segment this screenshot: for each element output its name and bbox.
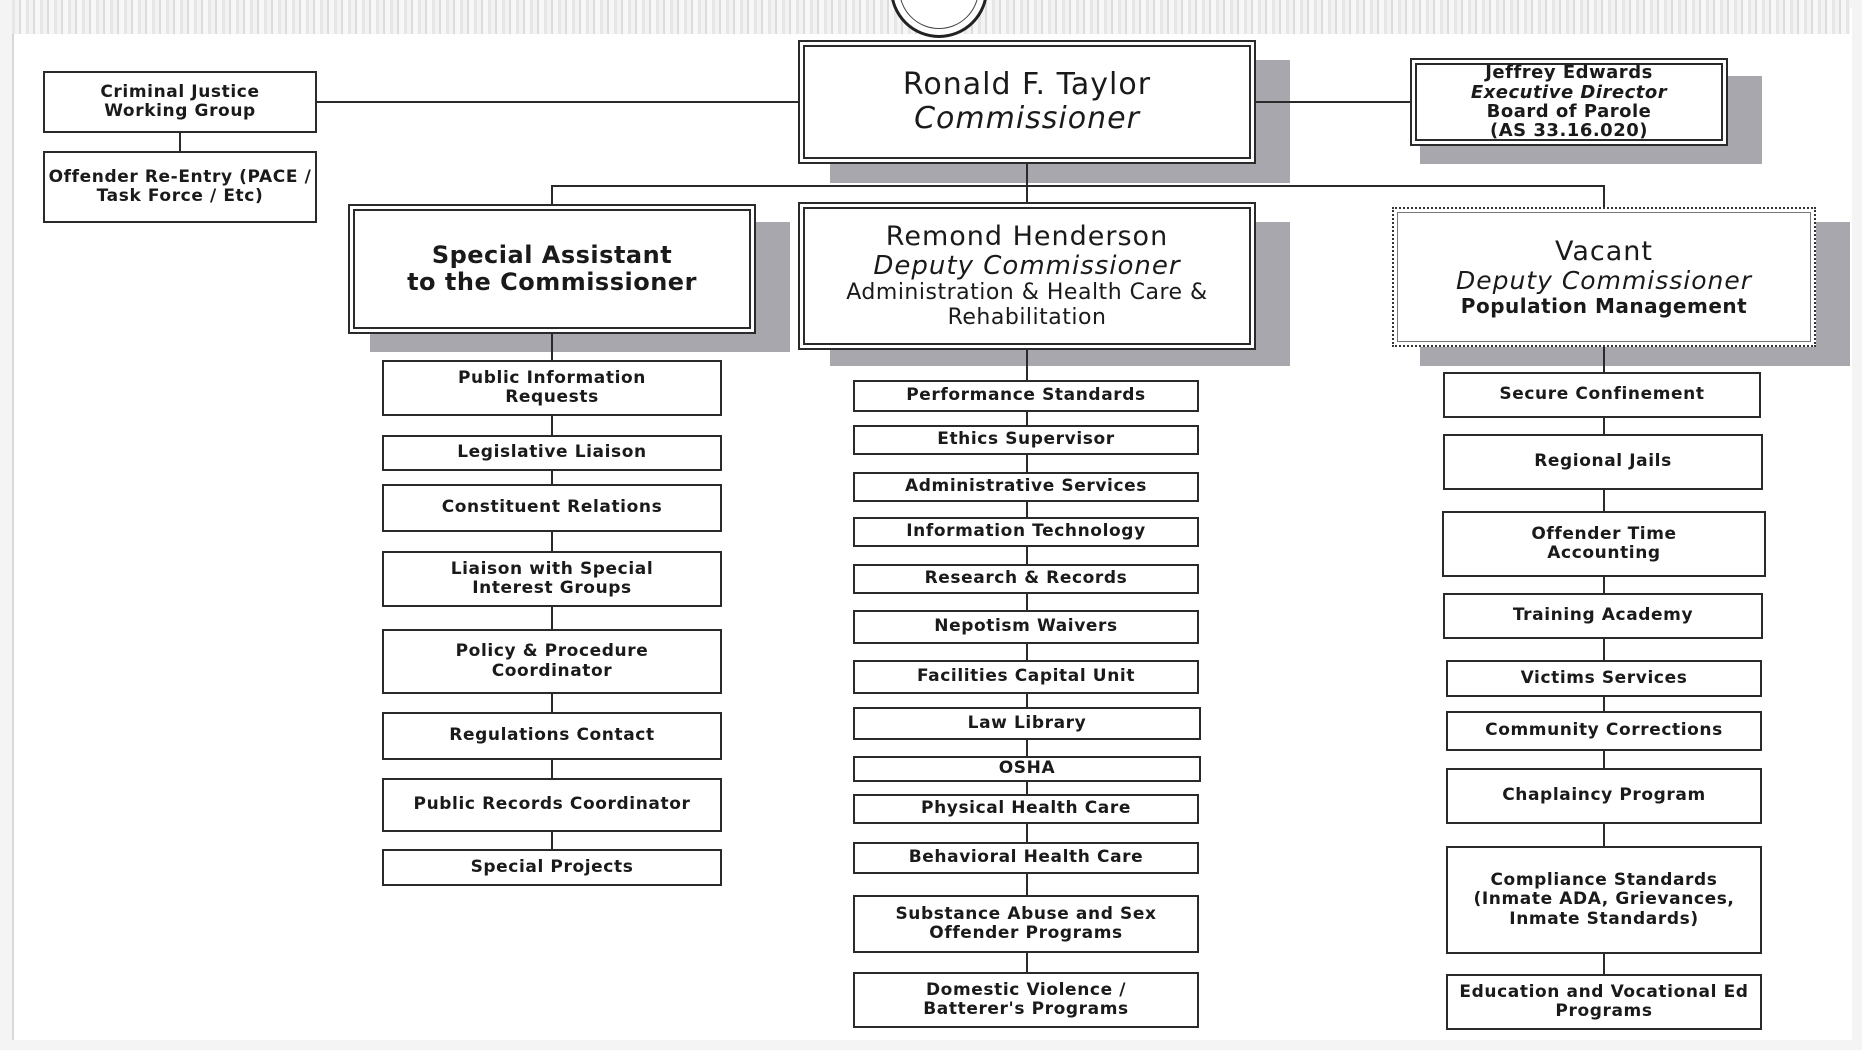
unit-label: Education and Vocational Ed Programs xyxy=(1459,981,1749,1021)
deputy-admin-box: Remond Henderson Deputy Commissioner Adm… xyxy=(798,202,1256,350)
connector-line xyxy=(551,185,553,205)
unit-label: Secure Confinement xyxy=(1499,384,1705,405)
special-assistant-box: Special Assistant to the Commissioner xyxy=(348,204,756,334)
unit-box-substance-abuse-sex-offender: Substance Abuse and Sex Offender Program… xyxy=(853,895,1199,953)
unit-label: Chaplaincy Program xyxy=(1502,785,1706,806)
parole-director-title: Executive Director xyxy=(1470,81,1668,103)
unit-box-liaison-special-interest-groups: Liaison with Special Interest Groups xyxy=(382,551,722,607)
unit-box-compliance-standards: Compliance Standards (Inmate ADA, Grieva… xyxy=(1446,846,1762,954)
unit-label: Ethics Supervisor xyxy=(937,429,1115,450)
unit-box-regulations-contact: Regulations Contact xyxy=(382,712,722,760)
unit-label: Legislative Liaison xyxy=(457,442,647,463)
special-assistant-line2: to the Commissioner xyxy=(407,268,697,296)
unit-label: Public Records Coordinator xyxy=(413,794,691,815)
deputy-admin-name: Remond Henderson xyxy=(885,220,1169,252)
unit-label: Nepotism Waivers xyxy=(934,616,1118,637)
unit-label: Domestic Violence / Batterer's Programs xyxy=(923,979,1129,1019)
parole-statute: (AS 33.16.020) xyxy=(1490,120,1648,142)
unit-box-osha: OSHA xyxy=(853,756,1201,782)
deputy-pop-name: Vacant xyxy=(1554,235,1653,267)
unit-label: Public Information Requests xyxy=(458,367,646,407)
connector-line xyxy=(1603,185,1605,207)
unit-box-victims-services: Victims Services xyxy=(1446,660,1762,697)
unit-box-secure-confinement: Secure Confinement xyxy=(1443,372,1761,418)
unit-label: Regulations Contact xyxy=(449,725,655,746)
criminal-justice-working-group-box: Criminal Justice Working Group xyxy=(43,71,317,133)
unit-box-constituent-relations: Constituent Relations xyxy=(382,484,722,532)
commissioner-box: Ronald F. Taylor Commissioner xyxy=(798,40,1256,164)
special-assistant-line1: Special Assistant xyxy=(431,241,673,270)
unit-box-facilities-capital-unit: Facilities Capital Unit xyxy=(853,660,1199,694)
offender-reentry-label: Offender Re-Entry (PACE / Task Force / E… xyxy=(48,166,312,206)
unit-label: Constituent Relations xyxy=(441,497,663,518)
unit-label: Facilities Capital Unit xyxy=(916,666,1136,687)
board-of-parole-box: Jeffrey Edwards Executive Director Board… xyxy=(1410,58,1728,146)
unit-label: Special Projects xyxy=(470,856,634,877)
unit-label: Policy & Procedure Coordinator xyxy=(455,641,649,681)
connector-line xyxy=(315,101,800,103)
unit-box-nepotism-waivers: Nepotism Waivers xyxy=(853,610,1199,644)
unit-label: Behavioral Health Care xyxy=(908,847,1144,868)
deputy-admin-division: Administration & Health Care & Rehabilit… xyxy=(846,280,1208,330)
unit-label: Community Corrections xyxy=(1485,720,1723,741)
commissioner-title: Commissioner xyxy=(914,101,1140,136)
unit-label: Research & Records xyxy=(924,568,1128,589)
unit-box-ethics-supervisor: Ethics Supervisor xyxy=(853,425,1199,455)
unit-label: Administrative Services xyxy=(905,476,1147,497)
unit-label: Physical Health Care xyxy=(921,798,1131,819)
unit-box-public-information-requests: Public Information Requests xyxy=(382,360,722,416)
unit-box-public-records-coordinator: Public Records Coordinator xyxy=(382,778,722,832)
unit-label: Information Technology xyxy=(906,521,1146,542)
unit-box-law-library: Law Library xyxy=(853,707,1201,740)
unit-label: Performance Standards xyxy=(906,385,1146,406)
unit-box-policy-procedure-coordinator: Policy & Procedure Coordinator xyxy=(382,629,722,694)
deputy-pop-box: Vacant Deputy Commissioner Population Ma… xyxy=(1392,207,1816,347)
parole-unit: Board of Parole xyxy=(1486,101,1652,122)
unit-label: OSHA xyxy=(998,758,1056,779)
unit-box-offender-time-accounting: Offender Time Accounting xyxy=(1442,511,1766,577)
parole-director-name: Jeffrey Edwards xyxy=(1485,62,1653,84)
connector-line xyxy=(179,131,181,151)
unit-label: Training Academy xyxy=(1512,605,1694,626)
unit-box-performance-standards: Performance Standards xyxy=(853,380,1199,412)
connector-line xyxy=(1026,162,1028,204)
unit-box-special-projects: Special Projects xyxy=(382,849,722,886)
unit-box-legislative-liaison: Legislative Liaison xyxy=(382,435,722,471)
unit-label: Victims Services xyxy=(1520,667,1688,688)
deputy-pop-division: Population Management xyxy=(1460,293,1748,318)
unit-label: Offender Time Accounting xyxy=(1531,523,1677,563)
unit-label: Regional Jails xyxy=(1534,451,1672,472)
criminal-justice-working-group-label: Criminal Justice Working Group xyxy=(100,81,260,121)
offender-reentry-box: Offender Re-Entry (PACE / Task Force / E… xyxy=(43,151,317,223)
commissioner-name: Ronald F. Taylor xyxy=(902,67,1152,103)
unit-box-training-academy: Training Academy xyxy=(1443,593,1763,639)
unit-box-information-technology: Information Technology xyxy=(853,517,1199,547)
unit-box-administrative-services: Administrative Services xyxy=(853,472,1199,502)
unit-label: Law Library xyxy=(967,712,1087,733)
unit-label: Liaison with Special Interest Groups xyxy=(450,558,654,598)
unit-box-physical-health-care: Physical Health Care xyxy=(853,794,1199,824)
unit-box-behavioral-health-care: Behavioral Health Care xyxy=(853,842,1199,874)
deputy-admin-title: Deputy Commissioner xyxy=(873,250,1181,281)
connector-line xyxy=(1252,101,1412,103)
deputy-pop-title: Deputy Commissioner xyxy=(1455,265,1753,295)
unit-label: Compliance Standards (Inmate ADA, Grieva… xyxy=(1473,870,1735,929)
unit-box-domestic-violence: Domestic Violence / Batterer's Programs xyxy=(853,972,1199,1028)
unit-box-regional-jails: Regional Jails xyxy=(1443,434,1763,490)
unit-box-education-vocational: Education and Vocational Ed Programs xyxy=(1446,974,1762,1030)
unit-box-chaplaincy-program: Chaplaincy Program xyxy=(1446,768,1762,824)
connector-line xyxy=(551,185,1605,187)
unit-box-research-records: Research & Records xyxy=(853,564,1199,594)
unit-label: Substance Abuse and Sex Offender Program… xyxy=(895,903,1157,943)
unit-box-community-corrections: Community Corrections xyxy=(1446,711,1762,751)
